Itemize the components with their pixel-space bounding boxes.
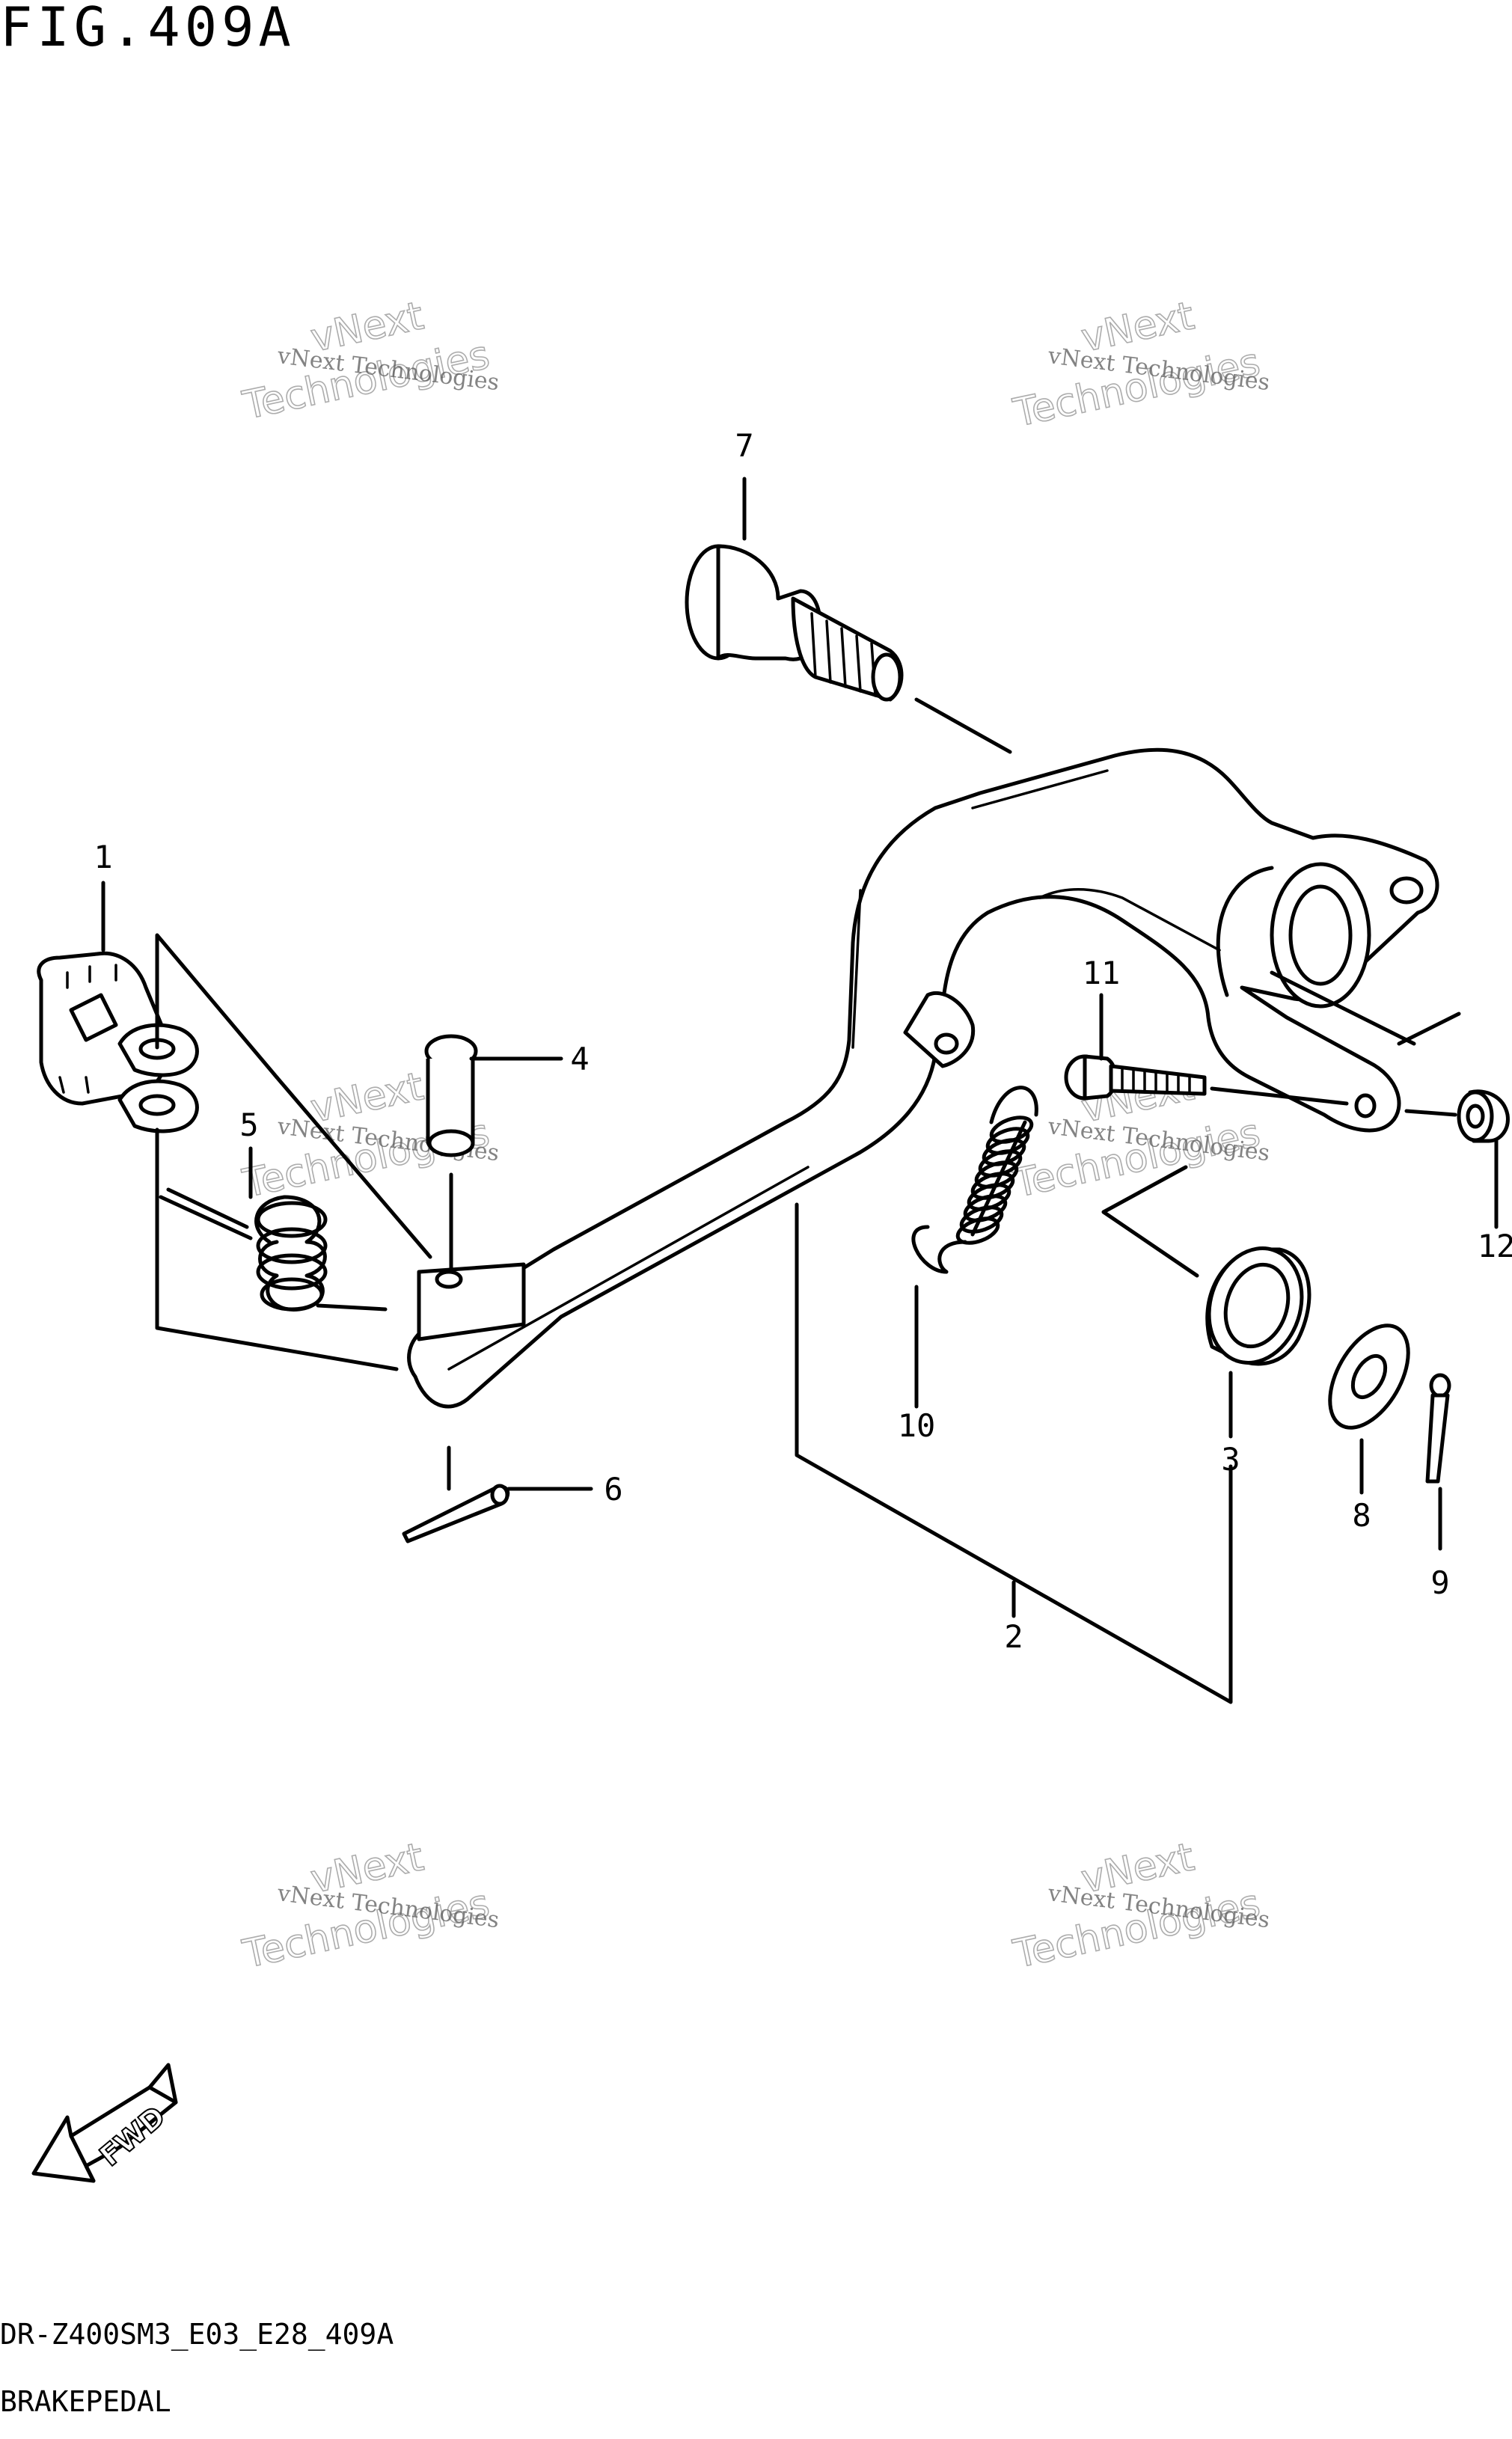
part-2-brake-pedal	[407, 747, 1439, 1409]
watermark-top-left: Technologies vNext vNext Technologies	[238, 293, 501, 429]
leader-12-a	[1404, 1109, 1457, 1117]
leader-1-b	[275, 1075, 432, 1259]
callout-7: 7	[735, 427, 753, 464]
callout-6: 6	[604, 1471, 622, 1508]
part-4-clevis-pin	[424, 1034, 478, 1157]
part-1-clevis	[37, 951, 199, 1133]
model-code: DR-Z400SM3_E03_E28_409A	[0, 2318, 394, 2351]
part-12-collar	[1457, 1089, 1510, 1143]
part-11-bolt	[1064, 1054, 1207, 1101]
part-10-return-spring	[911, 1086, 1038, 1274]
leader-7	[914, 697, 1012, 754]
watermark-bottom-left: Technologies vNext vNext Technologies	[238, 1834, 501, 1978]
leader-11-b	[1210, 1086, 1349, 1106]
callout-4: 4	[570, 1041, 589, 1077]
leader-2	[795, 1202, 1233, 1704]
figure-title: FIG.409A	[0, 0, 296, 58]
callout-8: 8	[1352, 1497, 1371, 1534]
leader-3-c	[1270, 970, 1416, 1046]
leader-1	[155, 933, 399, 1371]
forward-arrow-icon: FWD	[31, 2063, 178, 2183]
watermark-bottom-right: Technologies vNext vNext Technologies	[1008, 1834, 1271, 1978]
leader-3-d	[1397, 1012, 1461, 1046]
callout-11: 11	[1083, 955, 1121, 991]
part-5-spring	[159, 1187, 388, 1312]
callout-1: 1	[94, 839, 112, 875]
leader-3-b	[1101, 1165, 1199, 1278]
part-7-pivot-bolt	[685, 544, 904, 702]
part-3-seal	[1205, 1246, 1311, 1366]
watermark-top-right: Technologies vNext vNext Technologies	[1008, 293, 1271, 437]
part-8-washer	[1328, 1323, 1410, 1430]
part-group-name: BRAKEPEDAL	[0, 2385, 171, 2418]
callout-3: 3	[1221, 1441, 1240, 1478]
part-6-cotter-pin	[402, 1484, 510, 1543]
part-9-cotter-pin	[1425, 1373, 1451, 1484]
callout-5: 5	[239, 1107, 258, 1143]
callout-9: 9	[1430, 1564, 1449, 1601]
callout-10: 10	[898, 1407, 936, 1444]
callout-2: 2	[1004, 1618, 1023, 1655]
callout-12: 12	[1478, 1228, 1512, 1264]
